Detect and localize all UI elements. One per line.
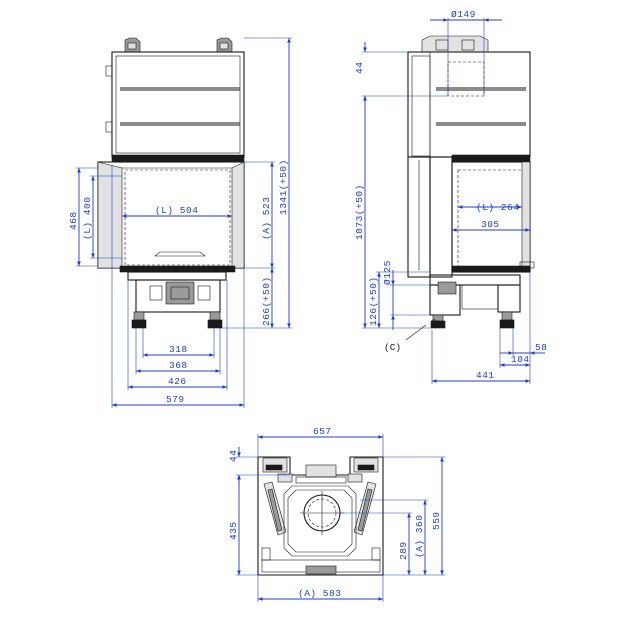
callout-c: (C)	[384, 342, 401, 353]
upper-casing	[111, 51, 245, 158]
leg-right	[207, 311, 223, 329]
dim-side-44: 44	[354, 62, 365, 74]
dim-305: 305	[481, 219, 500, 230]
dim-l-400: (L) 400	[82, 197, 93, 240]
dim-dia-125: Ø125	[382, 260, 393, 285]
top-outline	[257, 456, 384, 576]
dim-dia-149: Ø149	[451, 9, 476, 20]
front-dimensions: 318 368 426 579 (L) 504 468	[68, 37, 292, 408]
dim-1341: 1341(+50)	[278, 159, 289, 215]
dim-426: 426	[168, 376, 187, 387]
dim-58: 58	[535, 342, 547, 353]
side-leg-right	[499, 311, 515, 329]
side-view: Ø149 44 1073(+50) 126(+50) Ø125 (L) 2	[354, 9, 547, 384]
dim-a-523: (A) 523	[261, 197, 272, 240]
leg-left	[131, 311, 147, 329]
bracket-right	[347, 457, 379, 536]
bracket-left	[262, 457, 293, 536]
lifting-handle-left	[124, 37, 141, 53]
side-dimensions: Ø149 44 1073(+50) 126(+50) Ø125 (L) 2	[354, 9, 547, 384]
dim-top-44: 44	[228, 450, 239, 462]
lifting-handle-right	[216, 37, 233, 53]
dim-441: 441	[476, 370, 495, 381]
dim-1073: 1073(+50)	[354, 184, 365, 240]
dim-318: 318	[169, 344, 188, 355]
side-firebox	[451, 161, 531, 273]
dim-657: 657	[313, 426, 332, 437]
top-view: 657 44 435 559 (A) 360 289	[228, 426, 445, 602]
dim-435: 435	[228, 521, 239, 540]
dim-289: 289	[398, 541, 409, 560]
dim-l-504: (L) 504	[155, 205, 198, 216]
dim-a-360: (A) 360	[414, 515, 425, 558]
dim-266: 266(+50)	[261, 276, 272, 326]
side-casing	[407, 51, 531, 158]
front-view: 318 368 426 579 (L) 504 468	[68, 37, 292, 408]
dim-579: 579	[166, 394, 185, 405]
dim-104: 104	[511, 354, 530, 365]
front-frame-top	[111, 154, 245, 163]
top-dimensions: 657 44 435 559 (A) 360 289	[228, 426, 445, 602]
base-frame	[127, 271, 227, 281]
dim-126: 126(+50)	[368, 276, 379, 326]
flue-collar	[421, 35, 489, 53]
dim-368: 368	[169, 360, 188, 371]
dim-a-583: (A) 583	[298, 588, 341, 599]
dim-l-264: (L) 264	[476, 202, 519, 213]
dim-468: 468	[68, 211, 79, 230]
side-leg-left	[430, 314, 446, 329]
dim-559: 559	[431, 511, 442, 530]
air-inlet	[165, 281, 195, 305]
